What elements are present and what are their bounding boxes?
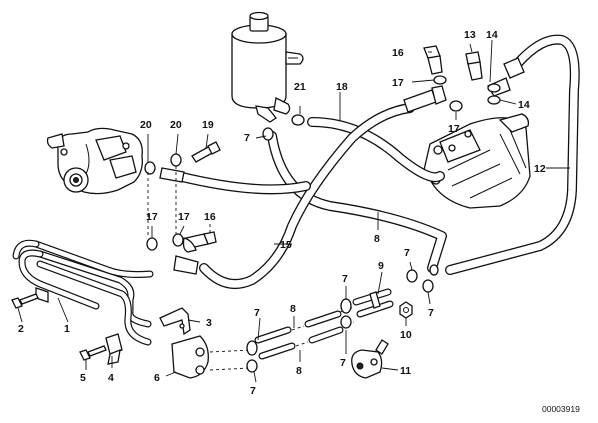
callout-21: 21	[294, 81, 306, 93]
callout-2: 2	[18, 323, 24, 335]
callout-4: 4	[108, 372, 114, 384]
leader-lines	[17, 39, 570, 383]
oil-cooler	[12, 239, 154, 346]
callout-10: 10	[400, 329, 412, 341]
bolt	[79, 345, 107, 361]
callout-7-reservoir: 7	[244, 132, 250, 144]
callout-3: 3	[206, 317, 212, 329]
callout-17-mid: 17	[178, 211, 190, 223]
callout-16-top: 16	[392, 47, 404, 59]
callout-14-top: 14	[486, 29, 498, 41]
callout-13: 13	[464, 29, 476, 41]
steering-gearbox	[423, 113, 531, 209]
callout-8-section-top: 8	[290, 303, 296, 315]
callout-labels: 1 2 3 4 5 6 7 7 7 7 7 7 7 7 8 8 8 9 10 1…	[18, 29, 546, 397]
hoses	[173, 34, 580, 289]
callout-1: 1	[64, 323, 70, 335]
callout-14-right: 14	[518, 99, 530, 111]
callout-18: 18	[336, 81, 348, 93]
callout-7-left-bottom: 7	[250, 385, 256, 397]
cooler-end-cap	[171, 335, 253, 379]
double-pipe	[352, 288, 394, 318]
callout-17-top: 17	[392, 77, 404, 89]
power-steering-pump	[46, 127, 143, 195]
drawing-number: 00003919	[542, 404, 580, 414]
callout-17-left: 17	[146, 211, 158, 223]
fluid-reservoir	[231, 11, 304, 123]
nut	[399, 301, 413, 319]
callout-17-gearbox: 17	[448, 123, 460, 135]
hose-sections	[254, 307, 355, 360]
callout-7-mid-bottom: 7	[340, 357, 346, 369]
callout-7-upper: 7	[404, 247, 410, 259]
callout-5: 5	[80, 372, 86, 384]
callout-11: 11	[400, 365, 411, 377]
fittings	[144, 45, 501, 253]
callout-8-section-bottom: 8	[296, 365, 302, 377]
hose-clamps	[246, 127, 439, 373]
bolt	[11, 293, 39, 309]
callout-15: 15	[280, 239, 292, 251]
callout-9: 9	[378, 260, 384, 272]
callout-12: 12	[534, 163, 546, 175]
callout-20-left: 20	[140, 119, 152, 131]
callout-7-left-top: 7	[254, 307, 260, 319]
valve-fitting	[351, 339, 389, 379]
callout-8-hose: 8	[374, 233, 380, 245]
callout-7-right: 7	[428, 307, 434, 319]
callout-19: 19	[202, 119, 214, 131]
callout-6: 6	[154, 372, 160, 384]
clip	[105, 333, 123, 365]
callout-7-mid-top: 7	[342, 273, 348, 285]
bracket	[159, 307, 191, 336]
callout-20-right: 20	[170, 119, 182, 131]
callout-16-bottom: 16	[204, 211, 216, 223]
